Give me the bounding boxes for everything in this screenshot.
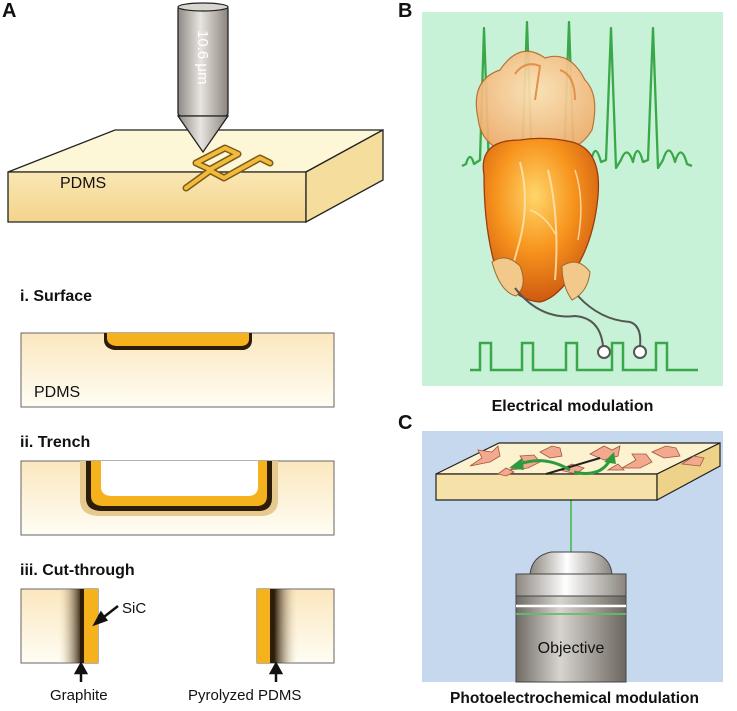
section-trench-title: ii. Trench bbox=[20, 434, 90, 451]
slab-pdms-label: PDMS bbox=[60, 175, 106, 192]
panel-a-slab bbox=[7, 128, 384, 224]
carbon-line bbox=[545, 457, 601, 475]
wire-terminal-left bbox=[597, 345, 611, 359]
propagation-arrowhead-left bbox=[509, 458, 524, 470]
laser-nozzle bbox=[176, 2, 230, 154]
propagation-arrow-right bbox=[573, 459, 612, 475]
sic-arrow bbox=[92, 605, 119, 627]
cut-right-piece bbox=[256, 588, 335, 664]
sic-label: SiC bbox=[122, 600, 146, 617]
propagation-arrowhead-right bbox=[604, 452, 616, 464]
objective-lens bbox=[515, 551, 627, 683]
electrode-wire-left bbox=[514, 287, 604, 347]
stimulation-pulse-train bbox=[470, 341, 698, 372]
pyrolyzed-pdms-label: Pyrolyzed PDMS bbox=[188, 687, 301, 704]
section-cutthrough-title: iii. Cut-through bbox=[20, 562, 135, 579]
section-surface-title: i. Surface bbox=[20, 288, 92, 305]
propagation-arrow-left bbox=[519, 459, 571, 472]
cardiomyocyte-cells bbox=[469, 445, 705, 477]
wire-terminal-right bbox=[633, 345, 647, 359]
laser-wavelength-label: 10.6 μm bbox=[194, 30, 211, 85]
objective-label: Objective bbox=[538, 640, 605, 657]
panel-b-caption: Electrical modulation bbox=[491, 398, 654, 415]
pyrolyzed-arrow bbox=[268, 661, 284, 682]
panel-c-slab bbox=[435, 442, 721, 502]
panel-c-letter: C bbox=[398, 412, 413, 434]
panel-b-letter: B bbox=[398, 0, 413, 22]
section-pdms-label: PDMS bbox=[34, 384, 80, 401]
panel-c-caption: Photoelectrochemical modulation bbox=[450, 690, 699, 707]
panel-a-letter: A bbox=[2, 0, 17, 22]
graphite-arrow bbox=[73, 661, 89, 682]
heart-illustration bbox=[475, 50, 600, 303]
graphite-label: Graphite bbox=[50, 687, 108, 704]
electrode-wire-right bbox=[577, 295, 642, 347]
cut-left-piece bbox=[20, 588, 99, 664]
trench-cross-section bbox=[20, 460, 335, 536]
surface-cross-section bbox=[20, 332, 335, 408]
